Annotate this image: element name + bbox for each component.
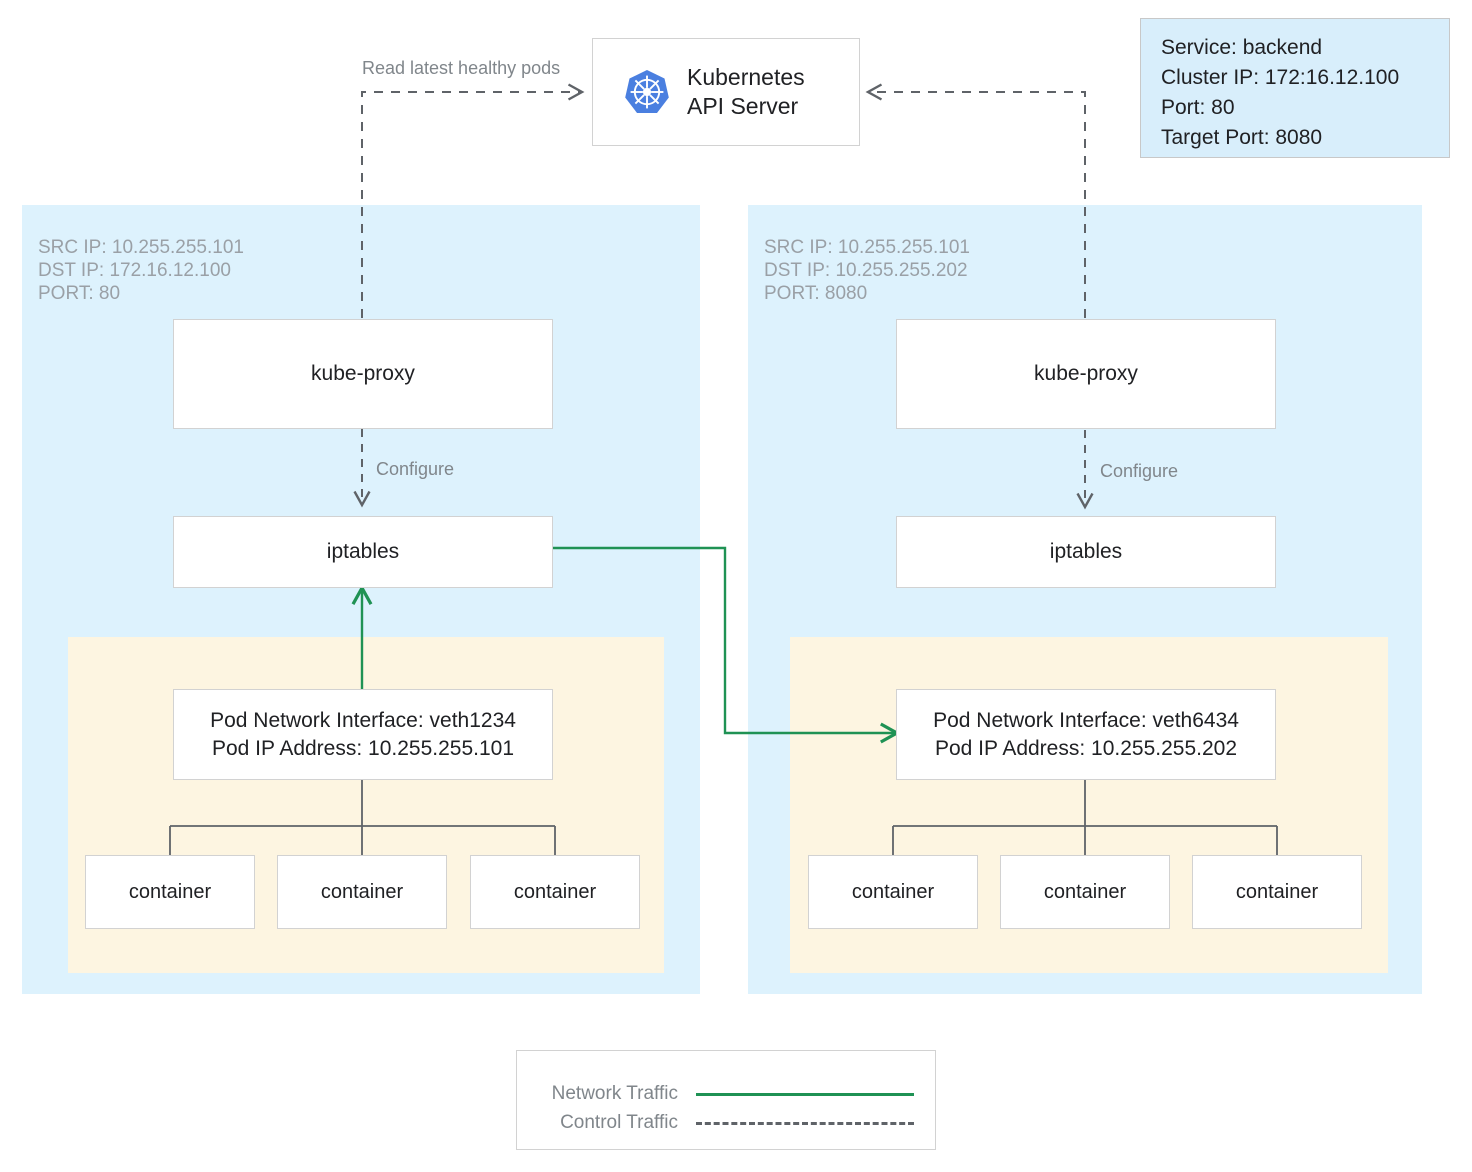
legend-swatch-dashed-line (696, 1121, 914, 1125)
pod-network-interface-box-right[interactable]: Pod Network Interface: veth6434 Pod IP A… (896, 689, 1276, 780)
legend-row-control-traffic: Control Traffic (530, 1112, 914, 1134)
iptables-box-left[interactable]: iptables (173, 516, 553, 588)
api-server-label: Kubernetes API Server (687, 64, 805, 119)
container-box-right-1[interactable]: container (808, 855, 978, 929)
container-box-left-2[interactable]: container (277, 855, 447, 929)
container-box-left-1[interactable]: container (85, 855, 255, 929)
edge-label-read-latest-healthy-pods: Read latest healthy pods (362, 58, 561, 78)
node-ip-info-left: SRC IP: 10.255.255.101 DST IP: 172.16.12… (38, 237, 244, 304)
legend-box (516, 1050, 936, 1150)
legend-row-network-traffic: Network Traffic (530, 1083, 914, 1105)
pod-network-interface-box-left[interactable]: Pod Network Interface: veth1234 Pod IP A… (173, 689, 553, 780)
container-box-right-3[interactable]: container (1192, 855, 1362, 929)
kube-proxy-box-left[interactable]: kube-proxy (173, 319, 553, 429)
legend-swatch-solid-line (696, 1092, 914, 1096)
iptables-box-right[interactable]: iptables (896, 516, 1276, 588)
edge-label-configure-left: Configure (376, 459, 455, 479)
service-info-box: Service: backend Cluster IP: 172:16.12.1… (1140, 18, 1450, 158)
kube-proxy-box-right[interactable]: kube-proxy (896, 319, 1276, 429)
edge-label-configure-right: Configure (1100, 461, 1179, 481)
node-ip-info-right: SRC IP: 10.255.255.101 DST IP: 10.255.25… (764, 237, 970, 304)
container-box-right-2[interactable]: container (1000, 855, 1170, 929)
container-box-left-3[interactable]: container (470, 855, 640, 929)
legend-label-control-traffic: Control Traffic (560, 1112, 678, 1133)
legend-label-network-traffic: Network Traffic (551, 1083, 678, 1104)
kubernetes-api-server-box[interactable]: Kubernetes API Server (592, 38, 860, 146)
kubernetes-logo-icon (623, 68, 671, 116)
